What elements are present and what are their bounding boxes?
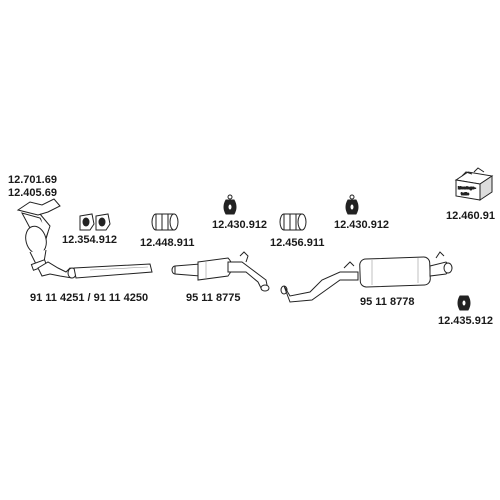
clamp-code-2: 12.456.911 — [270, 237, 325, 249]
mount-kit-code: 12.460.91 — [446, 210, 495, 222]
middle-muffler — [171, 251, 270, 292]
front-downpipe — [37, 261, 153, 279]
mounting-kit-box: Montage- teile — [454, 167, 494, 201]
rubber-hanger-1 — [223, 194, 237, 215]
downpipe-code: 91 11 4251 / 91 11 4250 — [30, 292, 149, 304]
manifold-code-1: 12.701.69 — [8, 174, 57, 186]
kit-box-text-2: teile — [461, 191, 470, 196]
kit-box-text-1: Montage- — [458, 185, 476, 190]
gasket-pair — [79, 213, 111, 231]
rear-rubber-hanger — [457, 295, 471, 311]
pipe-clamp-2 — [279, 213, 307, 231]
clamp-code-1: 12.448.911 — [140, 237, 195, 249]
hanger-code-2: 12.430.912 — [334, 219, 390, 231]
manifold-code-2: 12.405.69 — [8, 187, 57, 199]
rear-hanger-code: 12.435.912 — [438, 315, 494, 327]
mid-muffler-code: 95 11 8775 — [186, 292, 241, 304]
gasket-code: 12.354.912 — [62, 234, 118, 246]
pipe-clamp-1 — [151, 213, 179, 231]
rear-muffler-code: 95 11 8778 — [360, 296, 415, 308]
rubber-hanger-2 — [345, 194, 359, 215]
rear-muffler — [280, 251, 453, 303]
hanger-code-1: 12.430.912 — [212, 219, 268, 231]
manifold-catalytic-converter — [16, 198, 61, 271]
